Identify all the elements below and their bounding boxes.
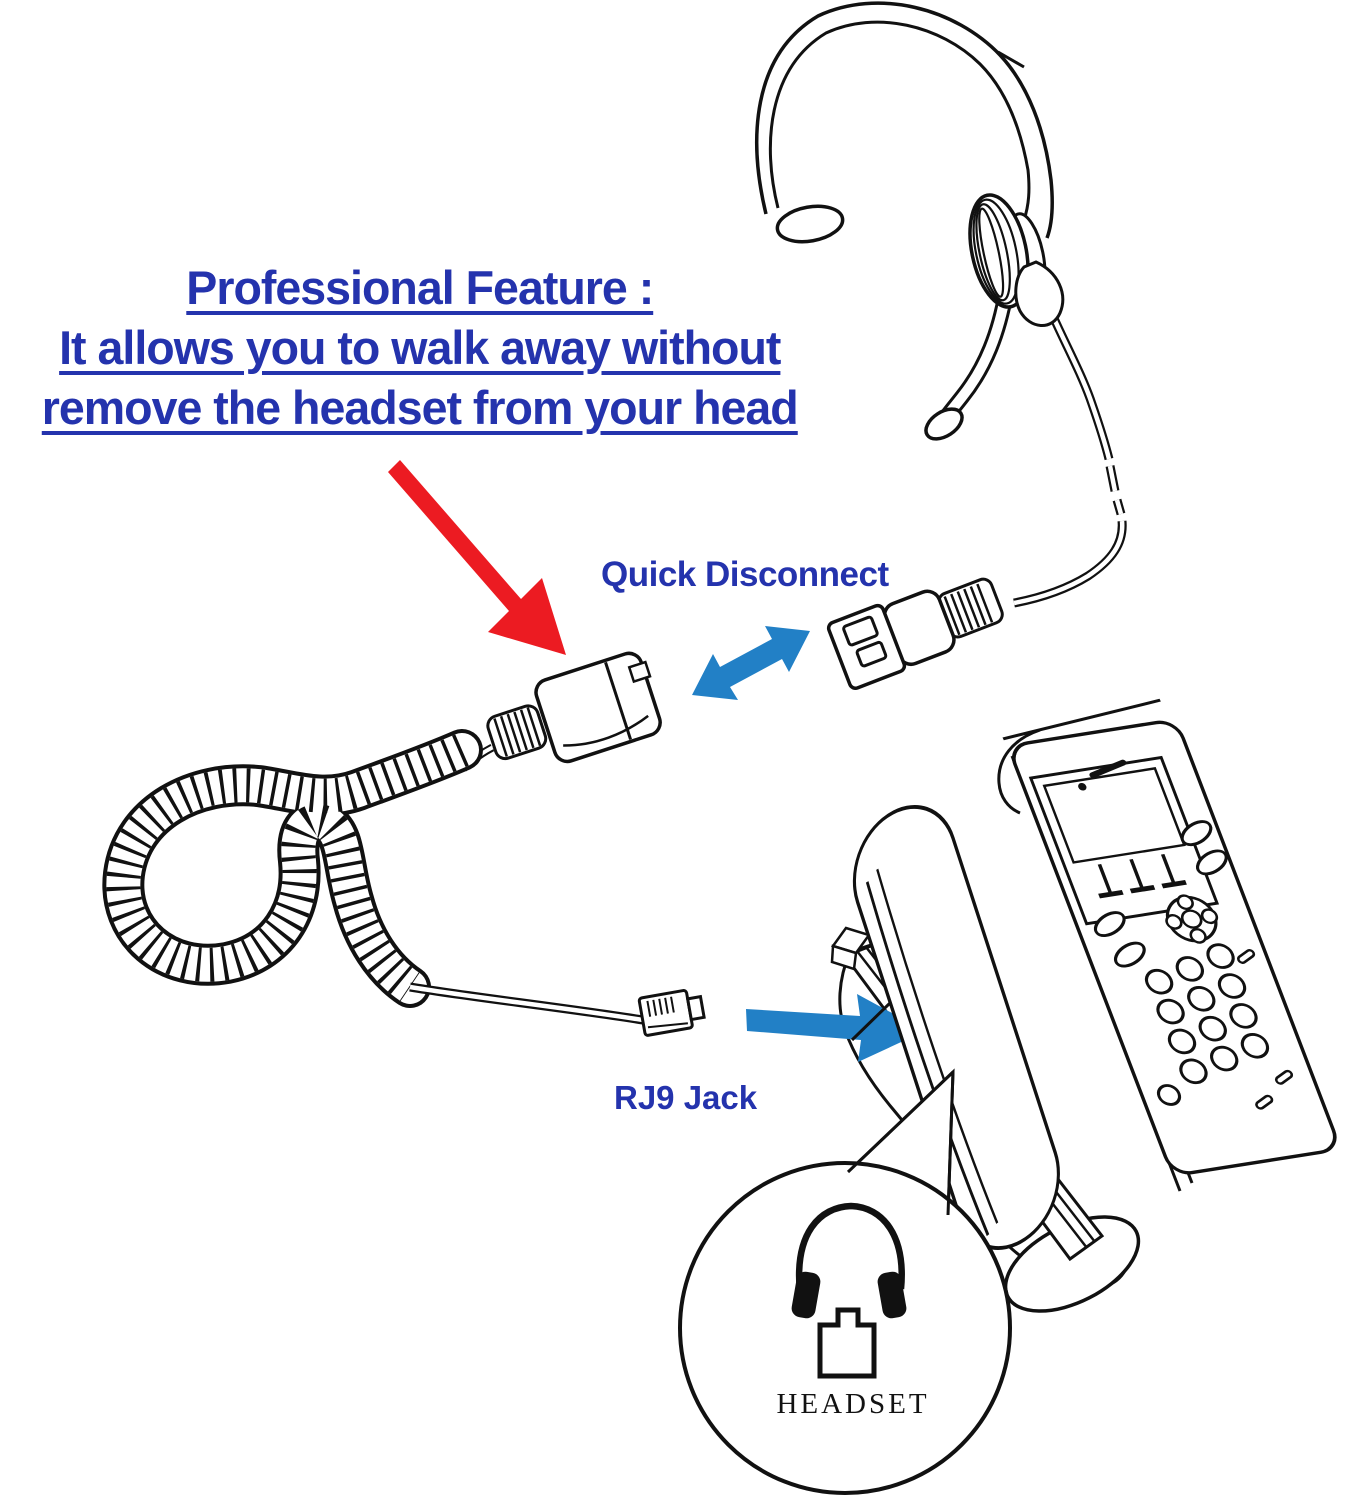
headset-callout-label: HEADSET [776, 1388, 930, 1420]
headband-outer [755, 1, 1054, 239]
qd-left-notch [627, 660, 652, 684]
cradle-tab-front [830, 944, 858, 971]
display-lcd [1042, 767, 1186, 864]
top-rim [1002, 698, 1161, 741]
phone-handset [852, 804, 1060, 1250]
headband-pad [775, 204, 845, 244]
headset-cable [1013, 303, 1127, 608]
softkey-left-1 [1093, 911, 1126, 937]
callout-wedge-line-1 [846, 1070, 955, 1174]
boom-yoke [1014, 260, 1065, 327]
headset-icon-right-cup [877, 1271, 907, 1319]
line-keys [1097, 854, 1187, 899]
quick-disconnect-double-arrow [692, 626, 810, 700]
softkey-left-2 [1113, 941, 1146, 968]
headset-icon-plug [817, 1307, 877, 1379]
feature-note-line-1: Professional Feature : [186, 261, 654, 314]
feature-note-line-2: It allows you to walk away without [59, 321, 781, 374]
qd-right-slot-lower [855, 640, 888, 668]
headset-illustration [755, 1, 1127, 608]
headset-port-callout [678, 1068, 1012, 1495]
rj9-cable [409, 982, 644, 1025]
coiled-cable [102, 729, 483, 1008]
qd-connector-left [460, 651, 662, 772]
feature-note: Professional Feature : It allows you to … [0, 258, 840, 438]
qd-right-slot-upper [842, 615, 879, 647]
qd-right-ribs [943, 583, 994, 636]
quick-disconnect-label: Quick Disconnect [601, 555, 889, 594]
dial-pad [1144, 943, 1270, 1085]
mic-tip [924, 407, 964, 441]
red-callout-arrow [388, 460, 566, 655]
handset-edge-line-2 [876, 868, 999, 1224]
volume-key [1156, 1084, 1182, 1106]
rj9-plug [637, 989, 706, 1037]
headband-joint [997, 50, 1025, 69]
pill-key-3 [1255, 1094, 1274, 1110]
rj9-contacts [646, 996, 675, 1017]
pill-key-2 [1274, 1069, 1294, 1085]
qd-left-ribs [493, 707, 542, 757]
qd-connector-right [826, 577, 1004, 690]
rj9-jack-label: RJ9 Jack [614, 1079, 758, 1116]
rj9-latch-step [685, 994, 706, 1022]
qd-left-strain-relief [486, 704, 548, 761]
nav-cluster [1165, 894, 1219, 944]
headset-icon [791, 1202, 907, 1379]
qd-left-grip-line [563, 714, 649, 747]
pill-key-1 [1236, 949, 1256, 964]
headset-icon-band [795, 1202, 905, 1293]
softkey-right-1 [1180, 820, 1213, 847]
cradle-hook [997, 728, 1041, 815]
headband-inner [768, 20, 1031, 221]
speaker-dot [1078, 782, 1087, 791]
callout-wedge-line-2 [946, 1071, 955, 1216]
feature-note-line-3: remove the headset from your head [41, 381, 799, 434]
qd-left-divider [604, 661, 632, 740]
ear-cup [968, 193, 1030, 309]
phone-faceplate [1002, 698, 1337, 1175]
handset-edge-line-1 [865, 881, 990, 1237]
headset-icon-left-cup [791, 1271, 821, 1319]
softkey-right-2 [1195, 849, 1228, 876]
